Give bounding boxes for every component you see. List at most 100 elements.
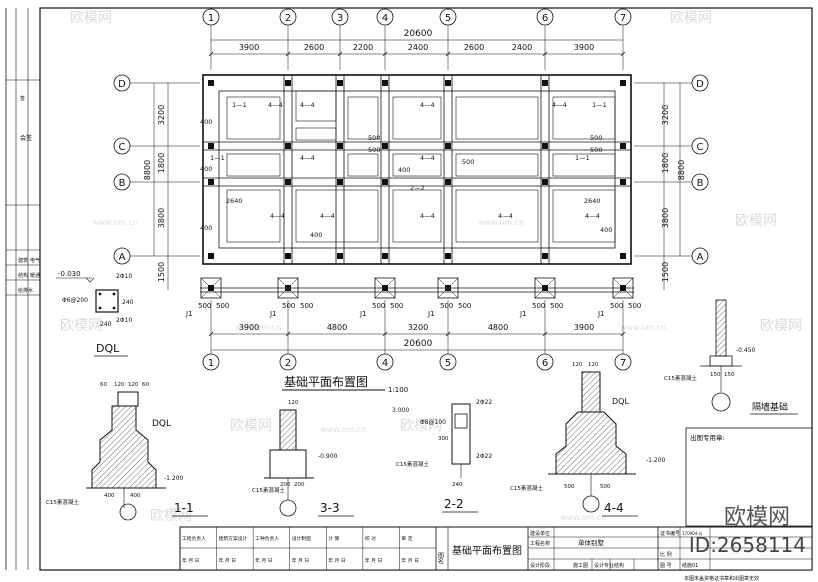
watermark-url-6: www.om.cn xyxy=(560,513,606,522)
plan-dim-500: 500 xyxy=(368,146,380,154)
section-dql-label: DQL xyxy=(152,419,171,429)
strip-label-3: 电气 xyxy=(30,257,40,264)
watermark-8: 欧模网 xyxy=(150,508,192,524)
stamp-box: 出图专用章: xyxy=(685,427,813,527)
watermark-3: 欧模网 xyxy=(60,318,102,334)
column-marker xyxy=(445,143,451,149)
room-footing-outline xyxy=(295,90,337,122)
axis-letter-B: B xyxy=(697,178,704,189)
j1-dim: 500 xyxy=(300,302,313,310)
j1-dim: 500 xyxy=(198,302,211,310)
watermark-4: 欧模网 xyxy=(760,318,802,334)
title-block-text: 图名 基础平面布置图 建设单位 工程名称 单体别墅 设计阶段 施工图 设计专业 … xyxy=(437,530,760,582)
section-dim: 120 xyxy=(288,400,299,406)
j1-dim: 500 xyxy=(532,302,545,310)
plan-dim-400: 400 xyxy=(200,224,212,232)
top-span-1: 2600 xyxy=(304,43,324,52)
axis-number-5: 5 xyxy=(445,358,451,369)
brand-watermark: 欧模网 xyxy=(724,505,790,530)
section-dim: 400 xyxy=(104,493,115,499)
bottom-span-3: 4800 xyxy=(488,323,508,332)
bottom-total-dim: 20600 xyxy=(404,339,433,349)
bottom-span-0: 3900 xyxy=(239,323,259,332)
section-dim: 120 xyxy=(588,362,599,368)
column-marker xyxy=(620,253,626,259)
room-footing-outline xyxy=(347,96,379,140)
tb-sheet-value: 结施01 xyxy=(682,562,698,569)
tb-date-label: 年 月 日 xyxy=(219,557,236,564)
left-extra: 1500 xyxy=(157,262,166,282)
dql-height: 240 xyxy=(122,299,134,306)
axis-number-2: 2 xyxy=(285,13,291,24)
j1-dim: 500 xyxy=(440,302,453,310)
watermark-url-4: www.om.cn xyxy=(620,323,666,332)
top-span-5: 2400 xyxy=(512,43,532,52)
foundation-plan xyxy=(200,74,634,299)
column-marker xyxy=(382,143,388,149)
j1-dim: 500 xyxy=(216,302,229,310)
axis-number-6: 6 xyxy=(542,358,548,369)
section-dim: 500 xyxy=(600,484,611,490)
tb-role-label: 建筑方案设计 xyxy=(219,535,248,542)
plan-cut-label: 1—1 xyxy=(592,101,607,109)
column-marker xyxy=(620,143,626,149)
strip-left-text: 签 xyxy=(20,95,25,102)
j1-labels: J1 J1 J1 J1 J1 J1 500 500 500 500 500 50… xyxy=(185,302,641,318)
tb-stage-value: 施工图 xyxy=(573,562,588,569)
top-span-4: 2600 xyxy=(464,43,484,52)
axis-number-1: 1 xyxy=(208,13,214,24)
tb-drawing-name: 基础平面布置图 xyxy=(452,544,522,557)
plan-dim-400: 400 xyxy=(200,118,212,126)
left-span-2: 3800 xyxy=(157,208,166,228)
tb-date-label: 年 月 日 xyxy=(365,557,382,564)
column-marker xyxy=(337,179,343,185)
room-footing-outline xyxy=(455,153,539,177)
foundation-outer-line xyxy=(202,74,632,265)
room-footing-outline xyxy=(392,96,442,140)
plan-cut-label: 4—4 xyxy=(585,212,600,220)
column-marker xyxy=(542,179,548,185)
section-c15: C15素混凝土 xyxy=(396,460,429,468)
axis-number-1: 1 xyxy=(208,358,214,369)
tb-specialty-value: 结构 xyxy=(614,562,624,569)
main-scale: 1:100 xyxy=(388,386,408,394)
section-dim: 120 xyxy=(572,362,583,368)
section-dim: 120 xyxy=(128,382,139,388)
tb-date-label: 年 月 日 xyxy=(292,557,309,564)
column-marker xyxy=(445,253,451,259)
plan-cut-label: 4—4 xyxy=(320,212,335,220)
column-marker xyxy=(285,179,291,185)
axis-number-5: 5 xyxy=(445,13,451,24)
tb-stage-label: 设计阶段 xyxy=(530,562,550,569)
dql-detail: -0.030 2Φ10 2Φ10 Φ6@200 240 240 DQL xyxy=(56,270,134,357)
top-span-0: 3900 xyxy=(239,43,259,52)
strip-label-0: 建筑 xyxy=(18,257,28,264)
column-marker xyxy=(285,143,291,149)
section-elev: -0.900 xyxy=(318,453,338,460)
plan-cut-label: 4—4 xyxy=(420,212,435,220)
section-dim: 500 xyxy=(564,484,575,490)
j1-dim: 500 xyxy=(282,302,295,310)
column-marker xyxy=(208,80,214,86)
axis-number-4: 4 xyxy=(382,358,388,369)
tb-project-name: 单体别墅 xyxy=(578,538,605,547)
column-marker xyxy=(542,80,548,86)
watermark-url-3: www.om.cn xyxy=(235,323,281,332)
section-4-4: DQL -1.200 C15素混凝土 120 120 500 500 4-4 xyxy=(510,362,666,517)
plan-dim-2640: 2640 xyxy=(226,197,243,205)
axis-letter-D: D xyxy=(696,79,704,90)
section-title-4-4: 4-4 xyxy=(604,501,624,515)
section-c15: C15素混凝土 xyxy=(664,374,697,382)
top-span-dims: 3900 2600 2200 2400 2600 2400 3900 xyxy=(239,43,594,52)
bottom-span-2: 3200 xyxy=(408,323,428,332)
section-elev: -1.200 xyxy=(646,457,666,464)
j1-dim: 500 xyxy=(550,302,563,310)
right-extra: 1500 xyxy=(661,262,670,282)
room-footing-outline xyxy=(392,189,442,243)
plan-cut-label: 4—4 xyxy=(300,154,315,162)
tb-date-label: 年 月 日 xyxy=(328,557,345,564)
room-footing-outline xyxy=(226,153,281,177)
room-footing-outline xyxy=(226,96,281,140)
column-marker xyxy=(542,143,548,149)
